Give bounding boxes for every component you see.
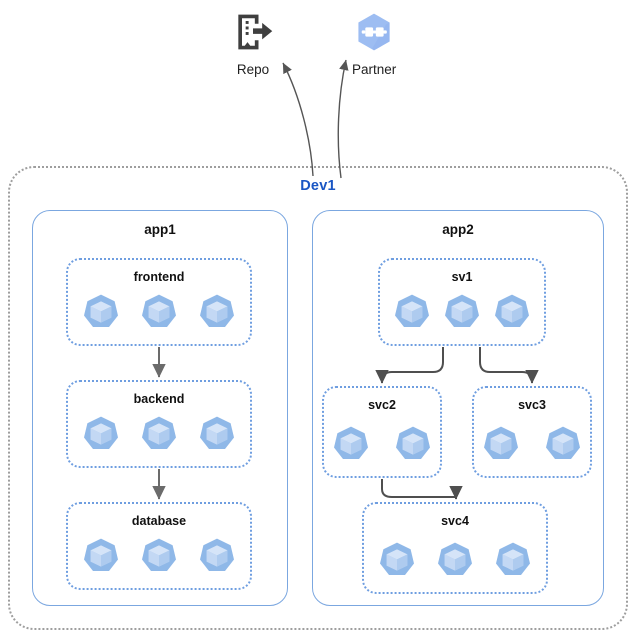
pod-icon xyxy=(484,426,518,459)
service-title-svc4: svc4 xyxy=(441,514,469,528)
pod-icon xyxy=(496,542,530,575)
service-title-database: database xyxy=(131,514,187,528)
pod-icon xyxy=(142,294,176,327)
pod-icon xyxy=(396,426,430,459)
service-title-svc2: svc2 xyxy=(368,398,396,412)
service-title-backend: backend xyxy=(133,392,185,406)
pod-row-frontend xyxy=(66,290,252,334)
cluster-dev1-label: Dev1 xyxy=(300,178,336,194)
pod-icon xyxy=(445,294,479,327)
repository-icon xyxy=(231,10,275,59)
pod-icon xyxy=(142,416,176,449)
pod-row-sv1 xyxy=(378,290,546,334)
external-node-partner[interactable]: Partner xyxy=(352,10,396,77)
partner-hexagon-icon xyxy=(352,10,396,59)
edge-cluster-partner xyxy=(337,59,349,179)
pod-icon xyxy=(200,416,234,449)
pod-icon xyxy=(395,294,429,327)
service-title-frontend: frontend xyxy=(133,270,185,284)
pod-icon xyxy=(142,538,176,571)
pod-icon xyxy=(84,416,118,449)
external-node-repo[interactable]: Repo xyxy=(231,10,275,77)
pod-row-svc4 xyxy=(362,538,548,582)
service-title-svc3: svc3 xyxy=(518,398,546,412)
pod-icon xyxy=(495,294,529,327)
pod-row-backend xyxy=(66,412,252,456)
pod-icon xyxy=(84,538,118,571)
pod-icon xyxy=(380,542,414,575)
pod-icon xyxy=(546,426,580,459)
app-title-app1: app1 xyxy=(144,222,176,237)
pod-icon xyxy=(438,542,472,575)
edge-cluster-repo xyxy=(282,62,314,177)
external-node-repo-label: Repo xyxy=(236,62,270,77)
pod-row-svc2 xyxy=(322,422,442,466)
pod-row-svc3 xyxy=(472,422,592,466)
external-node-partner-label: Partner xyxy=(352,62,397,77)
pod-icon xyxy=(84,294,118,327)
pod-icon xyxy=(200,538,234,571)
service-title-sv1: sv1 xyxy=(451,270,473,284)
cluster-dev1[interactable] xyxy=(8,166,628,630)
pod-icon xyxy=(200,294,234,327)
pod-icon xyxy=(334,426,368,459)
app-title-app2: app2 xyxy=(442,222,474,237)
pod-row-database xyxy=(66,534,252,578)
